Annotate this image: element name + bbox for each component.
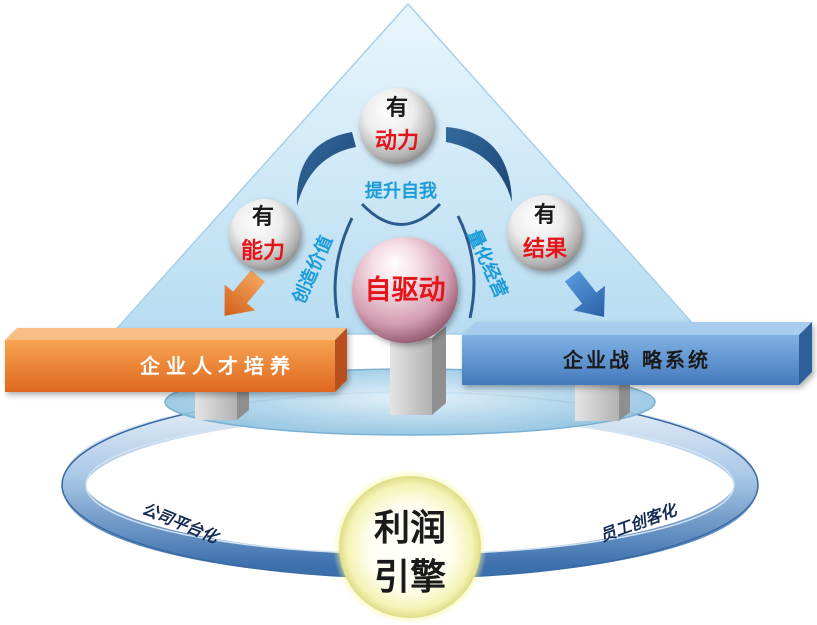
motivation-sphere: 有 动力 [359, 88, 435, 164]
improve-self-label: 提升自我 [365, 180, 437, 202]
left-curved-arrow [296, 132, 356, 206]
right-curved-arrow [446, 127, 512, 202]
strategy-bar-label: 企业战 略系统 [562, 348, 711, 372]
left-thin-arc [333, 217, 354, 319]
strategy-bar-side-face [799, 322, 812, 385]
strategy-bar-front-face [462, 335, 799, 385]
talent-bar-label: 企业人才培养 [139, 354, 296, 378]
motivation-sphere-line2: 动力 [375, 129, 419, 154]
self-drive-label: 自驱动 [365, 274, 446, 306]
ability-sphere-ball [229, 199, 301, 271]
result-sphere-line1: 有 [534, 202, 556, 228]
self-drive-sphere-ball [352, 237, 458, 343]
talent-cultivation-bar [5, 328, 347, 392]
result-sphere-line2: 结果 [523, 236, 567, 262]
ability-sphere-line1: 有 [252, 204, 274, 230]
ability-sphere-line2: 能力 [241, 238, 285, 264]
result-sphere: 有 结果 [507, 195, 583, 271]
self-drive-sphere: 自驱动 [352, 237, 458, 343]
profit-engine-line1: 利润 [374, 508, 446, 549]
result-sphere-ball [507, 195, 583, 271]
center-pedestal [390, 326, 446, 415]
profit-engine-line2: 引擎 [374, 557, 446, 598]
left-pedestal-front [195, 388, 237, 420]
motivation-sphere-ball [359, 88, 435, 164]
ability-sphere: 有 能力 [229, 199, 301, 271]
orange-down-arrow [224, 270, 265, 316]
profit-engine-ball [339, 476, 481, 618]
talent-bar-top-face [5, 328, 347, 340]
strategy-bar-top-face [462, 322, 812, 335]
motivation-sphere-line1: 有 [386, 95, 408, 121]
blue-down-arrow [564, 270, 605, 317]
talent-bar-side-face [335, 328, 347, 392]
strategy-system-bar [462, 322, 812, 385]
center-pedestal-front [390, 338, 432, 415]
profit-engine-sphere: 利润 引擎 [333, 470, 487, 624]
center-pedestal-side [432, 326, 446, 415]
right-pedestal-front [575, 382, 619, 421]
top-thin-arc [360, 202, 442, 226]
talent-bar-front-face [5, 340, 335, 392]
right-thin-arc [456, 215, 476, 319]
